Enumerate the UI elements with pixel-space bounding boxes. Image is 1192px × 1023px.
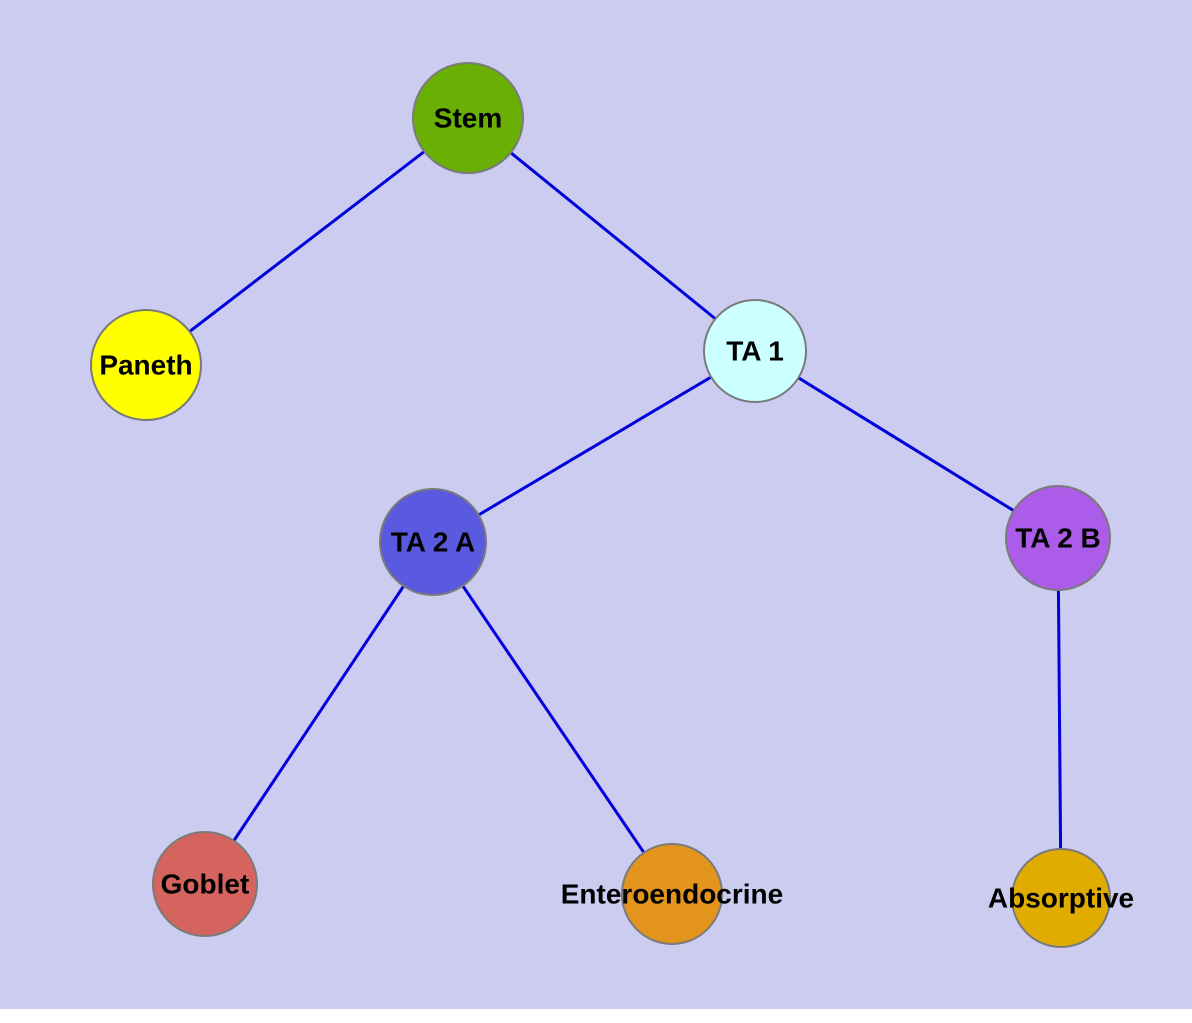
edge-stem-paneth [145, 116, 469, 367]
node-circle-goblet[interactable] [152, 831, 258, 937]
node-enteroendocrine[interactable]: Enteroendocrine [561, 843, 783, 945]
node-ta2a[interactable]: TA 2 A [379, 488, 487, 596]
node-ta1[interactable]: TA 1 [703, 299, 807, 403]
edge-layer [145, 116, 1063, 899]
node-circle-enteroendocrine[interactable] [621, 843, 723, 945]
node-circle-absorptive[interactable] [1011, 848, 1111, 948]
node-absorptive[interactable]: Absorptive [988, 848, 1134, 948]
node-circle-ta1[interactable] [703, 299, 807, 403]
node-circle-ta2a[interactable] [379, 488, 487, 596]
edge-ta1-ta2a [432, 349, 756, 544]
edge-ta2b-absorptive [1056, 537, 1063, 899]
bottom-margin [0, 1009, 1192, 1023]
node-circle-stem[interactable] [412, 62, 524, 174]
node-circle-ta2b[interactable] [1005, 485, 1111, 591]
edge-ta2a-goblet [203, 541, 435, 885]
edge-stem-ta1 [467, 116, 756, 353]
node-paneth[interactable]: Paneth [90, 309, 202, 421]
edge-ta1-ta2b [754, 349, 1059, 540]
node-stem[interactable]: Stem [412, 62, 524, 174]
node-ta2b[interactable]: TA 2 B [1005, 485, 1111, 591]
edge-ta2a-enteroendocrine [431, 541, 674, 895]
node-goblet[interactable]: Goblet [152, 831, 258, 937]
node-circle-paneth[interactable] [90, 309, 202, 421]
